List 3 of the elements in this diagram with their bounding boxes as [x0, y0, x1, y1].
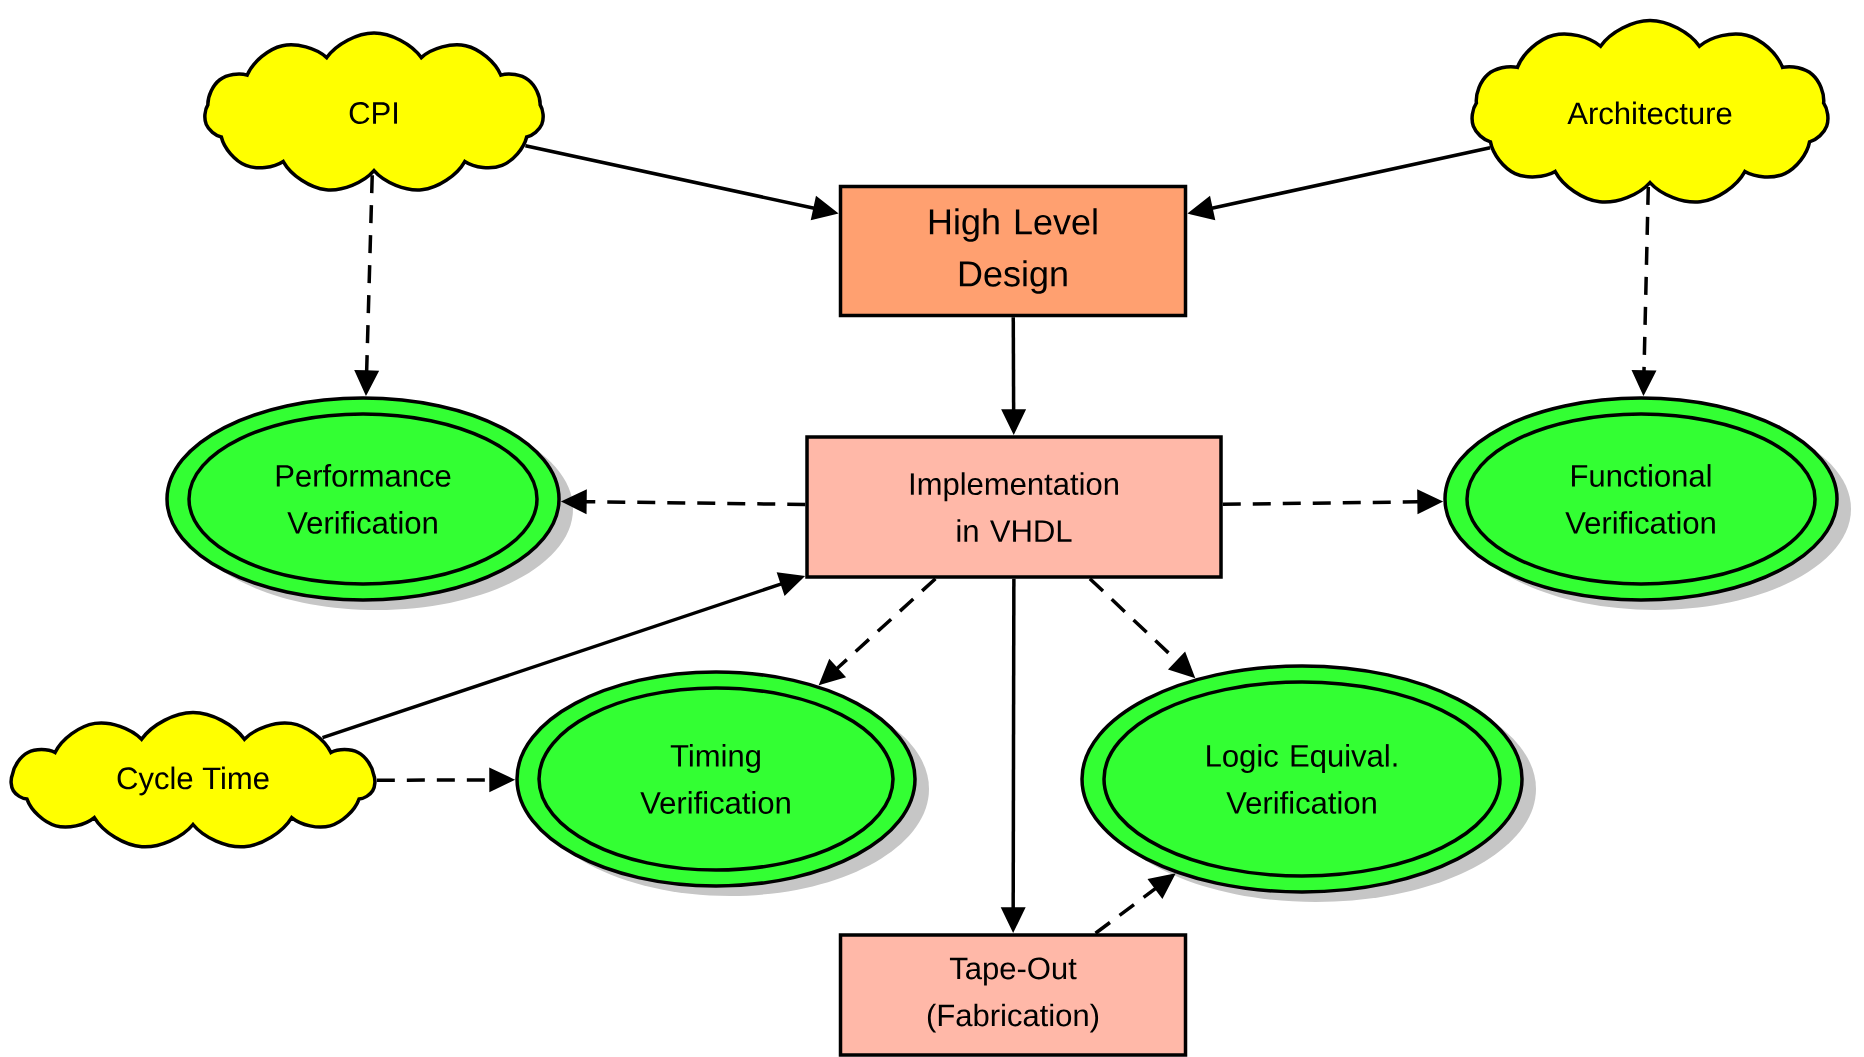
- process-box: High Level Design: [838, 184, 1188, 318]
- process-box: Implementation in VHDL: [805, 435, 1223, 579]
- process-box: Tape-Out (Fabrication): [838, 933, 1188, 1057]
